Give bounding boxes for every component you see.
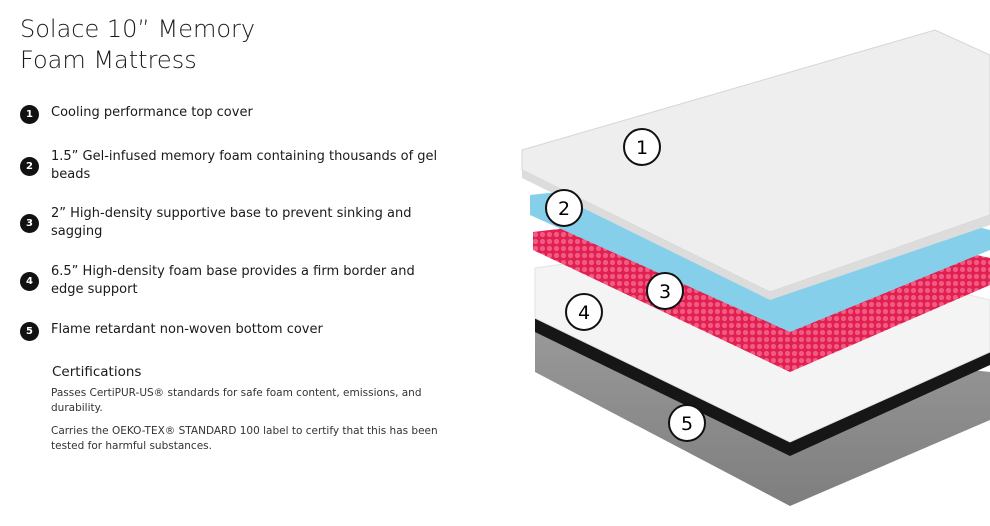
label-circle-2: 2 [545, 189, 583, 227]
number-badge-icon: 3 [20, 214, 39, 233]
certification-item: Carries the OEKO-TEX® STANDARD 100 label… [51, 425, 438, 452]
label-circle-3: 3 [646, 272, 684, 310]
certification-item: Passes CertiPUR-US® standards for safe f… [51, 387, 422, 414]
svg-text:2: 2 [558, 198, 570, 220]
label-circle-4: 4 [565, 293, 603, 331]
svg-text:1: 1 [636, 137, 648, 159]
certifications-heading: Certifications [52, 364, 142, 380]
svg-text:3: 3 [659, 281, 671, 303]
certifications: Certifications Passes CertiPUR-US® stand… [51, 364, 471, 462]
product-title: Solace 10” Memory Foam Mattress [20, 15, 256, 74]
number-badge-icon: 5 [20, 322, 39, 341]
svg-text:5: 5 [681, 413, 693, 435]
number-badge-icon: 2 [20, 157, 39, 176]
number-badge-icon: 4 [20, 272, 39, 291]
number-badge-icon: 1 [20, 105, 39, 124]
svg-text:4: 4 [578, 302, 590, 324]
label-circle-5: 5 [668, 404, 706, 442]
layer-1-top-cover [521, 29, 990, 300]
label-circle-1: 1 [623, 128, 661, 166]
